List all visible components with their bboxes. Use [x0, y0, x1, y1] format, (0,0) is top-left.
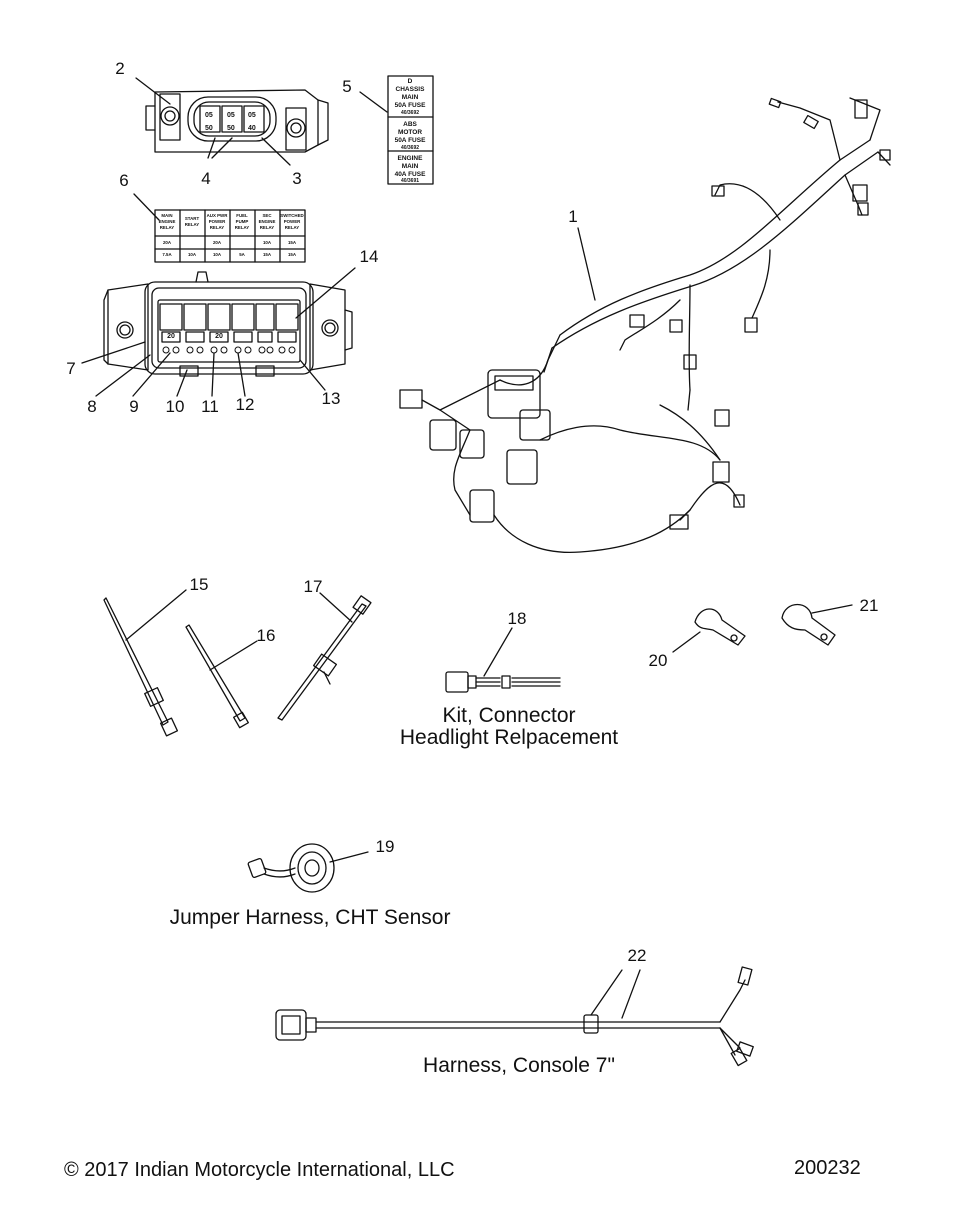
fuse-label-r1-l2: MAIN: [402, 94, 419, 101]
callout-8: 8: [87, 397, 97, 416]
callout-20: 20: [648, 651, 668, 670]
fuse-label-text: D CHASSIS MAIN 50A FUSE 40/3692 ABS MOTO…: [395, 78, 426, 184]
relay-h6-l1: SWITCHED: [280, 213, 303, 218]
relay-h3-l2: POWER: [209, 219, 226, 224]
relay-r2-c1: 7.5A: [162, 252, 172, 257]
caption-jumper-harness: Jumper Harness, CHT Sensor: [169, 906, 451, 929]
diagram-number: 200232: [794, 1157, 861, 1179]
relay-h6-l3: RELAY: [285, 225, 300, 230]
relay-r1-c3: 20A: [213, 240, 222, 245]
relay-h3-l1: AUX PWR: [207, 213, 229, 218]
relay-h5-l2: ENGINE: [259, 219, 276, 224]
relay-chart-part-6: [133, 193, 306, 263]
relay-chart-text: MAIN ENGINE RELAY START RELAY AUX PWR PO…: [159, 213, 304, 257]
callout-17: 17: [303, 577, 323, 596]
main-harness-part-1: [399, 97, 891, 554]
fuse-label-r3-l4: 40/3691: [401, 178, 419, 184]
fuse-block-part-2: [135, 77, 329, 166]
callout-5: 5: [342, 77, 352, 96]
relay-h4-l1: FUEL: [236, 213, 248, 218]
fuse-label-r3-l1: ENGINE: [398, 155, 424, 162]
relay-box-number-3: 20: [215, 333, 223, 340]
callout-13: 13: [321, 389, 341, 408]
callout-19: 19: [375, 837, 395, 856]
cable-tie-part-15: [103, 589, 187, 737]
fuse-slot-label-5: 50: [227, 125, 235, 132]
callout-2: 2: [115, 59, 125, 78]
relay-r2-c6: 15A: [288, 252, 297, 257]
relay-h1-l1: MAIN: [161, 213, 172, 218]
callout-22: 22: [627, 946, 647, 965]
connector-kit-part-18: [445, 627, 561, 693]
caption-kit-connector-line2: Headlight Relpacement: [399, 726, 619, 749]
relay-h2-l2: RELAY: [185, 222, 200, 227]
callout-6: 6: [119, 171, 129, 190]
fuse-label-icon: D: [408, 78, 413, 85]
relay-r2-c2: 10A: [188, 252, 197, 257]
relay-box-number-1: 20: [167, 333, 175, 340]
fuse-block-slot-labels: 05 05 05 50 50 40: [205, 112, 256, 132]
relay-r2-c3: 10A: [213, 252, 222, 257]
fuse-label-r1-l3: 50A FUSE: [395, 102, 426, 109]
fuse-label-r3-l3: 40A FUSE: [395, 171, 426, 178]
callout-21: 21: [859, 596, 879, 615]
callout-4: 4: [201, 169, 211, 188]
callout-7: 7: [66, 359, 76, 378]
relay-r2-c5: 15A: [263, 252, 272, 257]
callout-12: 12: [235, 395, 255, 414]
callout-14: 14: [359, 247, 379, 266]
fuse-slot-label-1: 05: [205, 112, 213, 119]
caption-kit-connector-line1: Kit, Connector: [442, 704, 576, 727]
relay-h2-l1: START: [185, 216, 200, 221]
callout-16: 16: [256, 626, 276, 645]
relay-h4-l2: PUMP: [236, 219, 249, 224]
caption-console-harness: Harness, Console 7": [423, 1054, 615, 1077]
relay-r1-c5: 10A: [263, 240, 272, 245]
relay-h5-l1: SEC: [262, 213, 272, 218]
relay-h6-l2: POWER: [284, 219, 301, 224]
relay-r1-c6: 15A: [288, 240, 297, 245]
relay-h5-l3: RELAY: [260, 225, 275, 230]
cable-tie-part-17: [277, 592, 372, 721]
console-harness-part-22: [275, 966, 754, 1067]
callout-18: 18: [507, 609, 527, 628]
fuse-label-r2-l2: MOTOR: [398, 129, 422, 136]
fuse-slot-label-6: 40: [248, 125, 256, 132]
fuse-slot-label-3: 05: [248, 112, 256, 119]
relay-box-numbers: 20 20: [167, 333, 223, 340]
fuse-slot-label-4: 50: [205, 125, 213, 132]
callout-11: 11: [201, 397, 219, 416]
relay-h1-l3: RELAY: [160, 225, 175, 230]
callout-1: 1: [568, 207, 578, 226]
fuse-label-r3-l2: MAIN: [402, 163, 419, 170]
callout-15: 15: [189, 575, 209, 594]
callout-3: 3: [292, 169, 302, 188]
cable-tie-part-16: [185, 624, 258, 729]
fuse-label-r2-l4: 40/3692: [401, 145, 419, 151]
callout-9: 9: [129, 397, 139, 416]
fuse-label-part-5: [359, 75, 434, 185]
jumper-harness-part-19: [247, 843, 369, 893]
fuse-slot-label-2: 05: [227, 112, 235, 119]
copyright-notice: © 2017 Indian Motorcycle International, …: [64, 1159, 455, 1181]
relay-h1-l2: ENGINE: [159, 219, 176, 224]
clamp-part-21: [781, 603, 853, 646]
callout-10: 10: [165, 397, 185, 416]
clamp-part-20: [672, 608, 746, 653]
relay-box-assembly: [81, 267, 356, 397]
relay-r1-c1: 20A: [163, 240, 172, 245]
fuse-label-r2-l3: 50A FUSE: [395, 137, 426, 144]
relay-h3-l3: RELAY: [210, 225, 225, 230]
relay-r2-c4: 5A: [239, 252, 245, 257]
fuse-label-r1-l1: CHASSIS: [396, 86, 426, 93]
fuse-label-r1-l4: 40/3692: [401, 110, 419, 116]
relay-h4-l3: RELAY: [235, 225, 250, 230]
fuse-label-r2-l1: ABS: [403, 121, 417, 128]
